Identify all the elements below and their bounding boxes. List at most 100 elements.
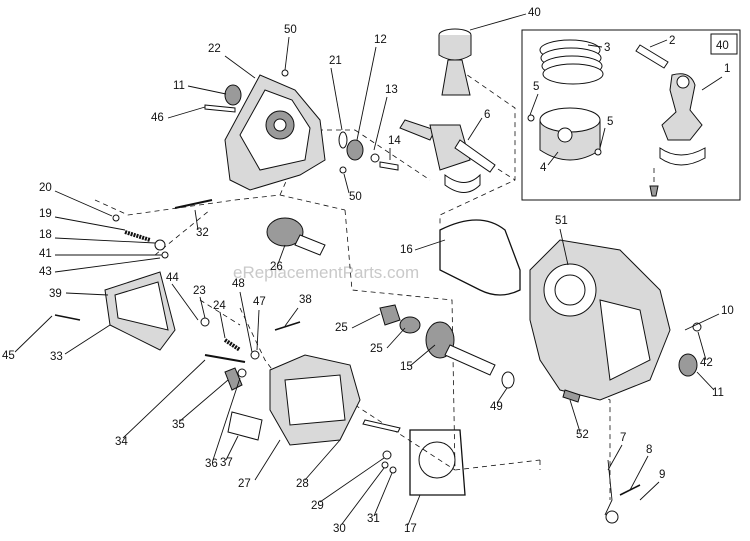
callout-label: 39 bbox=[49, 288, 62, 300]
retainer-18 bbox=[154, 239, 166, 251]
crankcase-cover bbox=[224, 74, 326, 191]
inset-tag: 40 bbox=[716, 40, 729, 52]
callout-23: 23 bbox=[193, 285, 206, 319]
callout-label: 28 bbox=[296, 478, 309, 490]
part-31 bbox=[389, 466, 397, 474]
callout-39: 39 bbox=[49, 288, 109, 300]
connecting-rod bbox=[649, 73, 706, 197]
callout-5a: 5 bbox=[529, 81, 539, 116]
leader-line bbox=[373, 472, 393, 517]
callout-label: 49 bbox=[490, 401, 503, 413]
callout-label: 47 bbox=[253, 296, 266, 308]
leader-line bbox=[467, 117, 483, 141]
callout-5b: 5 bbox=[599, 116, 613, 149]
callout-8: 8 bbox=[629, 444, 652, 491]
callout-26: 26 bbox=[270, 244, 286, 273]
leader-line bbox=[122, 359, 206, 439]
leader-line bbox=[569, 399, 581, 433]
callout-label: 42 bbox=[700, 357, 713, 369]
callout-30: 30 bbox=[333, 467, 385, 535]
leader-line bbox=[54, 237, 156, 244]
leader-line bbox=[356, 46, 377, 141]
callout-6: 6 bbox=[467, 109, 490, 141]
leader-line bbox=[351, 313, 381, 329]
part-9 bbox=[605, 510, 619, 524]
callout-35: 35 bbox=[172, 379, 229, 431]
pushrod bbox=[362, 419, 401, 433]
callout-25a: 25 bbox=[335, 313, 381, 334]
callout-36: 36 bbox=[205, 377, 241, 470]
callout-label: 1 bbox=[724, 63, 730, 75]
washer-21 bbox=[338, 131, 348, 149]
piston-rings bbox=[539, 39, 604, 85]
leader-line bbox=[187, 85, 227, 95]
dowel-50-bottom bbox=[339, 166, 347, 174]
callout-label: 52 bbox=[576, 429, 589, 441]
callout-4: 4 bbox=[540, 151, 559, 174]
keeper-41 bbox=[161, 251, 169, 259]
washer-13 bbox=[370, 153, 380, 163]
callouts: 1234556789101111121314151617181920212223… bbox=[2, 7, 734, 535]
leader-line bbox=[649, 39, 668, 48]
bolt-45 bbox=[54, 314, 81, 321]
callout-label: 31 bbox=[367, 513, 380, 525]
callout-label: 45 bbox=[2, 350, 15, 362]
callout-44: 44 bbox=[166, 272, 199, 321]
callout-label: 16 bbox=[400, 244, 413, 256]
governor-gear bbox=[266, 217, 326, 256]
watermark: eReplacementParts.com bbox=[233, 263, 419, 282]
callout-label: 32 bbox=[196, 227, 209, 239]
callout-17: 17 bbox=[404, 494, 421, 535]
leader-line bbox=[529, 93, 539, 116]
lifter-a bbox=[379, 304, 401, 326]
leader-line bbox=[284, 36, 290, 71]
leader-line bbox=[14, 315, 53, 353]
callout-label: 3 bbox=[604, 42, 610, 54]
callout-33: 33 bbox=[50, 324, 111, 363]
callout-16: 16 bbox=[400, 239, 446, 256]
callout-52: 52 bbox=[569, 399, 589, 441]
callout-1: 1 bbox=[701, 63, 730, 91]
callout-label: 51 bbox=[555, 215, 568, 227]
callout-label: 40 bbox=[528, 7, 541, 19]
callout-28: 28 bbox=[296, 439, 341, 490]
leader-line bbox=[407, 494, 421, 526]
callout-47: 47 bbox=[253, 296, 266, 351]
leader-line bbox=[254, 439, 281, 481]
callout-3: 3 bbox=[587, 42, 610, 54]
bolt-14 bbox=[379, 161, 399, 171]
leader-line bbox=[224, 55, 256, 79]
leader-line bbox=[701, 76, 723, 91]
callout-label: 20 bbox=[39, 182, 52, 194]
callout-label: 46 bbox=[151, 112, 164, 124]
leader-line bbox=[199, 296, 206, 319]
callout-20: 20 bbox=[39, 182, 113, 217]
callout-label: 8 bbox=[646, 444, 652, 456]
callout-50a: 50 bbox=[284, 24, 297, 71]
crankcase bbox=[529, 239, 671, 401]
callout-9: 9 bbox=[639, 469, 665, 501]
valve-cover bbox=[104, 271, 176, 351]
callout-label: 5 bbox=[533, 81, 539, 93]
callout-label: 50 bbox=[349, 191, 362, 203]
callout-label: 35 bbox=[172, 419, 185, 431]
valve-32 bbox=[174, 199, 213, 209]
callout-label: 22 bbox=[208, 43, 221, 55]
leader-line bbox=[194, 209, 199, 231]
callout-label: 41 bbox=[39, 248, 52, 260]
callout-label: 48 bbox=[232, 278, 245, 290]
callout-label: 37 bbox=[220, 457, 233, 469]
dowel-50-top bbox=[281, 69, 289, 77]
leader-line bbox=[212, 377, 241, 461]
callout-15: 15 bbox=[400, 344, 436, 373]
leader-line bbox=[239, 291, 253, 353]
leader-line bbox=[341, 467, 385, 525]
piston bbox=[539, 107, 601, 161]
part-29 bbox=[382, 450, 392, 460]
callout-46: 46 bbox=[151, 106, 206, 124]
callout-45: 45 bbox=[2, 315, 53, 362]
callout-21: 21 bbox=[329, 55, 343, 131]
part-48 bbox=[250, 350, 260, 360]
